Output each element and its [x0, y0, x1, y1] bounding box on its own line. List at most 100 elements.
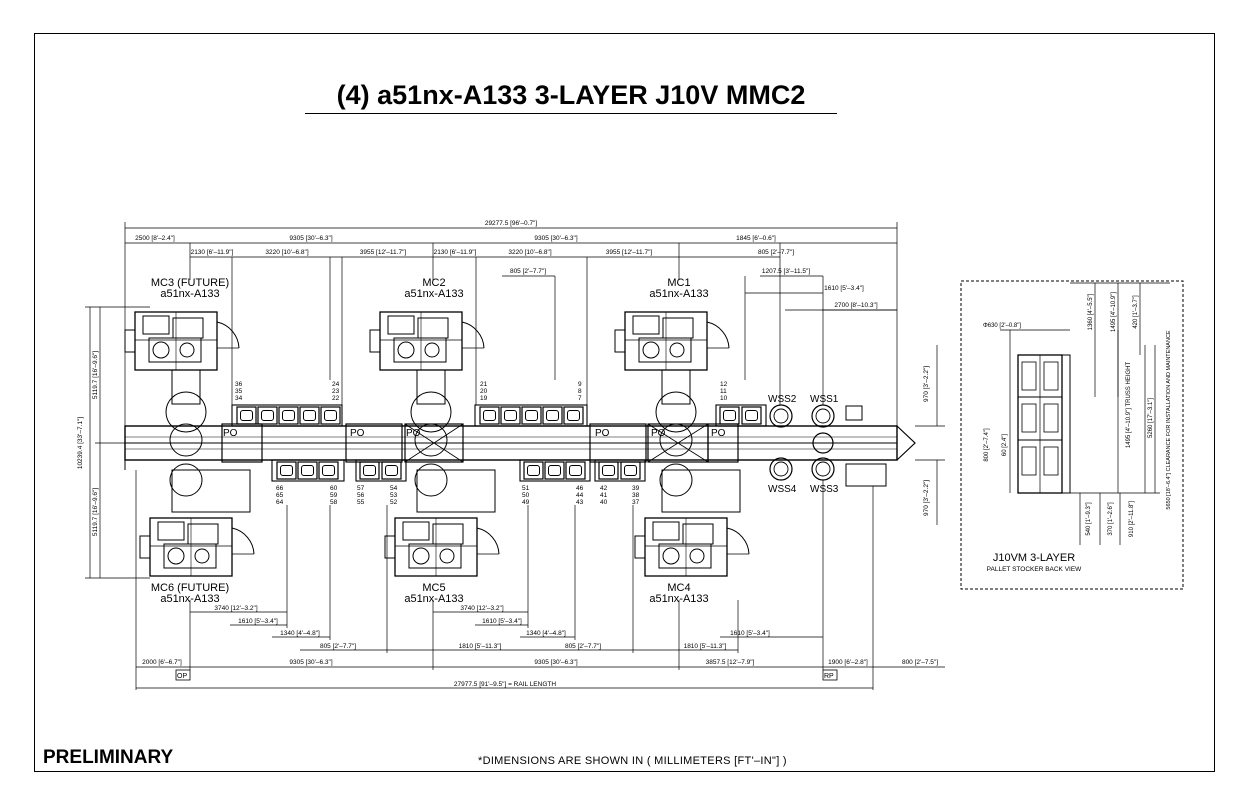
svg-text:58: 58 — [330, 499, 338, 506]
mc3-model: a51nx-A133 — [160, 288, 219, 300]
po-label: PO — [595, 428, 610, 439]
op-label: OP — [177, 673, 187, 680]
svg-text:8: 8 — [578, 388, 582, 395]
svg-text:1610 [5'–3.4"]: 1610 [5'–3.4"] — [482, 618, 522, 625]
svg-text:12: 12 — [720, 381, 728, 388]
wss4-label: WSS4 — [768, 484, 797, 495]
svg-text:64: 64 — [276, 499, 284, 506]
po-label: PO — [223, 428, 238, 439]
svg-text:49: 49 — [522, 499, 530, 506]
svg-text:60 [2.4"]: 60 [2.4"] — [1002, 434, 1008, 456]
svg-text:36: 36 — [235, 381, 243, 388]
svg-text:27977.5 [91'–9.5"] = RAIL LENG: 27977.5 [91'–9.5"] = RAIL LENGTH — [454, 681, 556, 688]
svg-text:59: 59 — [330, 492, 338, 499]
svg-text:3740 [12'–3.2"]: 3740 [12'–3.2"] — [460, 605, 504, 612]
svg-text:2700 [8'–10.3"]: 2700 [8'–10.3"] — [834, 302, 878, 309]
svg-text:1900 [6'–2.8"]: 1900 [6'–2.8"] — [828, 659, 868, 666]
svg-text:1845 [6'–0.6"]: 1845 [6'–0.6"] — [736, 235, 776, 242]
svg-text:10: 10 — [720, 395, 728, 402]
svg-text:42: 42 — [600, 485, 608, 492]
mc3-name: MC3 (FUTURE) — [151, 277, 229, 289]
machine-mc1-outline — [614, 311, 730, 457]
svg-text:970 [3'–2.2"]: 970 [3'–2.2"] — [923, 366, 930, 402]
svg-text:9305 [30'–6.3"]: 9305 [30'–6.3"] — [289, 235, 333, 242]
mc2-name: MC2 — [422, 277, 445, 289]
lower-pallet-row — [271, 459, 646, 482]
svg-text:1340 [4'–4.8"]: 1340 [4'–4.8"] — [280, 630, 320, 637]
svg-text:805 [2'–7.7"]: 805 [2'–7.7"] — [320, 643, 356, 650]
mc1-model: a51nx-A133 — [649, 288, 708, 300]
wss1-label: WSS1 — [810, 394, 839, 405]
svg-text:910 [2'–11.8"]: 910 [2'–11.8"] — [1129, 501, 1135, 538]
side-view-stocker — [1000, 282, 1170, 545]
svg-text:46: 46 — [576, 485, 584, 492]
dimensions-footnote: *DIMENSIONS ARE SHOWN IN ( MILLIMETERS [… — [478, 755, 787, 767]
mc5-model: a51nx-A133 — [404, 593, 463, 605]
wss3-label: WSS3 — [810, 484, 839, 495]
machine-mc2-outline — [369, 311, 485, 457]
svg-text:35: 35 — [235, 388, 243, 395]
po-label: PO — [406, 428, 421, 439]
svg-text:2130 [6'–11.9"]: 2130 [6'–11.9"] — [191, 249, 234, 256]
svg-text:22: 22 — [332, 395, 340, 402]
svg-text:1610 [5'–3.4"]: 1610 [5'–3.4"] — [238, 618, 278, 625]
svg-text:40: 40 — [600, 499, 608, 506]
po-label: PO — [651, 428, 666, 439]
svg-text:370 [1'–2.6"]: 370 [1'–2.6"] — [1108, 502, 1114, 536]
upper-pallet-row — [231, 404, 767, 427]
svg-text:2500 [8'–2.4"]: 2500 [8'–2.4"] — [135, 235, 175, 242]
side-dimension-lines — [85, 306, 945, 579]
svg-text:1610 [5'–3.4"]: 1610 [5'–3.4"] — [824, 285, 864, 292]
side-view-title: J10VM 3-LAYER — [993, 552, 1075, 564]
side-view-labels: J10VM 3-LAYER PALLET STOCKER BACK VIEW — [987, 552, 1083, 573]
svg-text:2130 [6'–11.9"]: 2130 [6'–11.9"] — [434, 249, 477, 256]
machine-labels: MC3 (FUTURE) a51nx-A133 MC2 a51nx-A133 M… — [151, 277, 709, 605]
svg-text:3955 [12'–11.7"]: 3955 [12'–11.7"] — [606, 249, 653, 256]
svg-text:20: 20 — [480, 388, 488, 395]
mc2-model: a51nx-A133 — [404, 288, 463, 300]
svg-text:1360 [4'–5.5"]: 1360 [4'–5.5"] — [1088, 293, 1094, 330]
mc4-name: MC4 — [667, 582, 690, 594]
drawing-border — [34, 33, 1215, 772]
svg-text:65: 65 — [276, 492, 284, 499]
machine-mc4-outline — [634, 463, 750, 577]
svg-text:9305 [30'–6.3"]: 9305 [30'–6.3"] — [534, 235, 578, 242]
svg-text:1495 [4'–10.9"]: 1495 [4'–10.9"] — [1111, 292, 1117, 332]
svg-text:60: 60 — [330, 485, 338, 492]
svg-text:800 [2'–7.5"]: 800 [2'–7.5"] — [902, 659, 938, 666]
top-dimension-texts: 29277.5 [96'–0.7"] 2500 [8'–2.4"] 9305 [… — [135, 220, 878, 309]
svg-text:10239.4 [33'–7.1"]: 10239.4 [33'–7.1"] — [77, 417, 84, 470]
svg-text:55: 55 — [357, 499, 365, 506]
svg-text:805 [2'–7.7"]: 805 [2'–7.7"] — [510, 268, 546, 275]
svg-text:34: 34 — [235, 395, 243, 402]
svg-text:3955 [12'–11.7"]: 3955 [12'–11.7"] — [360, 249, 407, 256]
op-rp-markers: OP RP — [175, 669, 838, 681]
drawing-title: (4) a51nx-A133 3-LAYER J10V MMC2 — [336, 80, 806, 110]
svg-text:52: 52 — [390, 499, 398, 506]
svg-text:56: 56 — [357, 492, 365, 499]
svg-text:970 [3'–2.2"]: 970 [3'–2.2"] — [923, 480, 930, 516]
svg-text:29277.5 [96'–0.7"]: 29277.5 [96'–0.7"] — [485, 220, 538, 227]
svg-text:2000 [6'–6.7"]: 2000 [6'–6.7"] — [142, 659, 182, 666]
svg-text:540 [1'–9.3"]: 540 [1'–9.3"] — [1086, 502, 1092, 536]
svg-text:51: 51 — [522, 485, 530, 492]
preliminary-label: PRELIMINARY — [43, 747, 174, 768]
side-view-subtitle: PALLET STOCKER BACK VIEW — [987, 566, 1083, 573]
po-labels: PO PO PO PO PO PO — [223, 428, 726, 439]
svg-text:3220 [10'–6.8"]: 3220 [10'–6.8"] — [265, 249, 309, 256]
svg-text:53: 53 — [390, 492, 398, 499]
svg-text:5650 [18'–6.4"] CLEARANCE FOR: 5650 [18'–6.4"] CLEARANCE FOR INSTALLATI… — [1166, 330, 1172, 509]
svg-text:24: 24 — [332, 381, 340, 388]
wss2-label: WSS2 — [768, 394, 797, 405]
svg-text:3220 [10'–6.8"]: 3220 [10'–6.8"] — [508, 249, 552, 256]
svg-text:1810 [5'–11.3"]: 1810 [5'–11.3"] — [459, 643, 502, 650]
svg-text:5119.7 [16'–9.6"]: 5119.7 [16'–9.6"] — [92, 351, 99, 399]
machine-mc5-outline — [384, 463, 500, 577]
svg-text:1340 [4'–4.8"]: 1340 [4'–4.8"] — [526, 630, 566, 637]
bottom-dimension-texts: 3740 [12'–3.2"] 1610 [5'–3.4"] 1340 [4'–… — [142, 605, 938, 688]
svg-text:805 [2'–7.7"]: 805 [2'–7.7"] — [758, 249, 794, 256]
mc1-name: MC1 — [667, 277, 690, 289]
bottom-dimension-lines — [135, 470, 945, 690]
svg-text:50: 50 — [522, 492, 530, 499]
